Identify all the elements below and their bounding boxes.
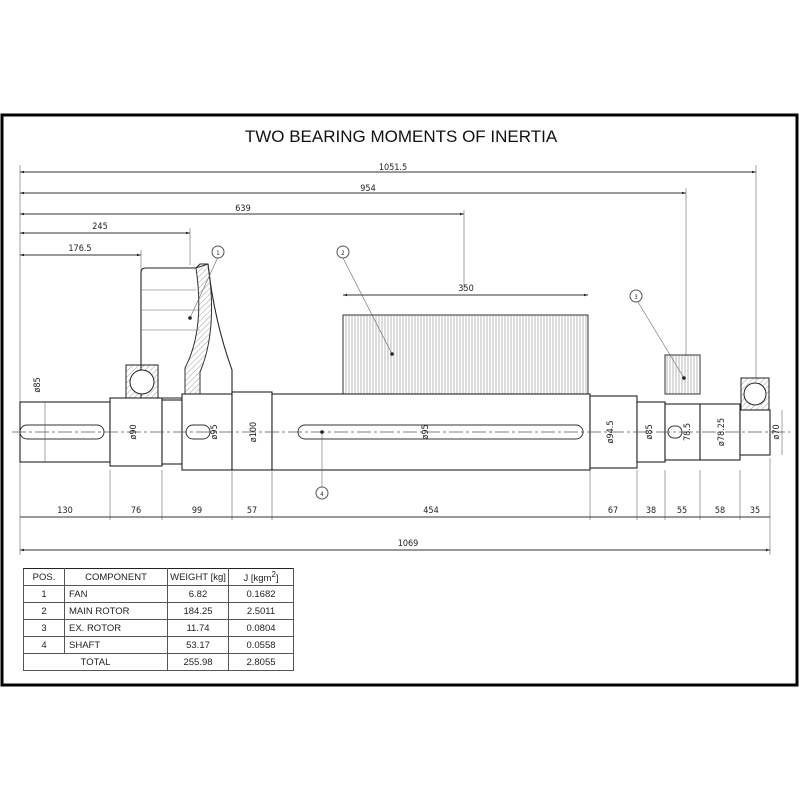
header-j-exponent: 2 xyxy=(271,569,276,579)
cell-total-label: TOTAL xyxy=(23,653,168,671)
cell-total-j: 2.8055 xyxy=(228,653,294,671)
seg-38: 38 xyxy=(646,506,656,516)
seg-55: 55 xyxy=(677,506,687,516)
balloon-1: 1 xyxy=(216,250,219,257)
cell-weight: 53.17 xyxy=(167,636,229,654)
cell-total-weight: 255.98 xyxy=(167,653,229,671)
total-length-dim: 1069 xyxy=(398,539,419,549)
left-bearing xyxy=(125,364,159,400)
cell-j: 2.5011 xyxy=(228,602,294,620)
segment-dimensions: 130 76 99 57 454 67 38 55 58 35 1069 xyxy=(20,458,771,555)
main-rotor xyxy=(342,314,589,395)
balloon-3: 3 xyxy=(634,294,637,301)
header-j-label: J [kgm xyxy=(243,573,272,585)
seg-58: 58 xyxy=(715,506,725,516)
dia-94-5: ø94.5 xyxy=(606,421,616,444)
cell-pos: 1 xyxy=(23,585,65,603)
right-bearing xyxy=(740,377,770,411)
dia-85-right: ø85 xyxy=(645,424,655,439)
dia-85-left: ø85 xyxy=(33,377,43,392)
dim-1051-5: 1051.5 xyxy=(379,163,407,173)
seg-130: 130 xyxy=(57,506,72,516)
cell-pos: 3 xyxy=(23,619,65,637)
seg-35: 35 xyxy=(750,506,760,516)
balloon-4: 4 xyxy=(320,491,324,498)
cell-component: MAIN ROTOR xyxy=(64,602,168,620)
diameter-labels: ø85 ø90 ø95 ø100 ø95 ø94.5 ø85 78.5 ø78.… xyxy=(33,377,783,462)
dim-954: 954 xyxy=(360,184,375,194)
balloons: 1 2 3 4 xyxy=(188,245,686,500)
dia-70: ø70 xyxy=(772,424,782,439)
cell-pos: 2 xyxy=(23,602,65,620)
cell-j: 0.0558 xyxy=(228,636,294,654)
dim-350: 350 xyxy=(458,284,473,294)
seg-99: 99 xyxy=(192,506,202,516)
header-pos: POS. xyxy=(23,568,65,586)
seg-67: 67 xyxy=(608,506,618,516)
seg-57: 57 xyxy=(247,506,257,516)
cell-component: SHAFT xyxy=(64,636,168,654)
shaft xyxy=(12,391,790,471)
cell-weight: 6.82 xyxy=(167,585,229,603)
drawing-title: TWO BEARING MOMENTS OF INERTIA xyxy=(245,127,558,146)
cell-weight: 184.25 xyxy=(167,602,229,620)
dia-100: ø100 xyxy=(249,422,259,442)
dia-90: ø90 xyxy=(129,424,139,439)
seg-454: 454 xyxy=(423,506,438,516)
dia-95-main: ø95 xyxy=(421,424,431,439)
dia-78-5: 78.5 xyxy=(683,423,693,441)
dia-78-25: ø78.25 xyxy=(717,418,727,446)
cell-weight: 11.74 xyxy=(167,619,229,637)
header-component: COMPONENT xyxy=(64,568,168,586)
header-j-close: ] xyxy=(275,573,279,585)
dim-176-5: 176.5 xyxy=(68,244,91,254)
cell-pos: 4 xyxy=(23,636,65,654)
cell-component: EX. ROTOR xyxy=(64,619,168,637)
drawing-frame xyxy=(0,113,799,687)
balloon-2: 2 xyxy=(341,250,344,257)
dim-639: 639 xyxy=(235,204,250,214)
header-weight: WEIGHT [kg] xyxy=(167,568,229,586)
cell-j: 0.1682 xyxy=(228,585,294,603)
dia-95-fan: ø95 xyxy=(210,424,220,439)
cell-component: FAN xyxy=(64,585,168,603)
header-j: J [kgm2] xyxy=(228,568,294,586)
dim-245: 245 xyxy=(92,222,107,232)
table-header-row: POS. COMPONENT WEIGHT [kg] J [kgm2] xyxy=(23,568,294,586)
fan xyxy=(140,263,233,399)
exciter-rotor xyxy=(664,354,701,395)
cell-j: 0.0804 xyxy=(228,619,294,637)
seg-76: 76 xyxy=(131,506,141,516)
